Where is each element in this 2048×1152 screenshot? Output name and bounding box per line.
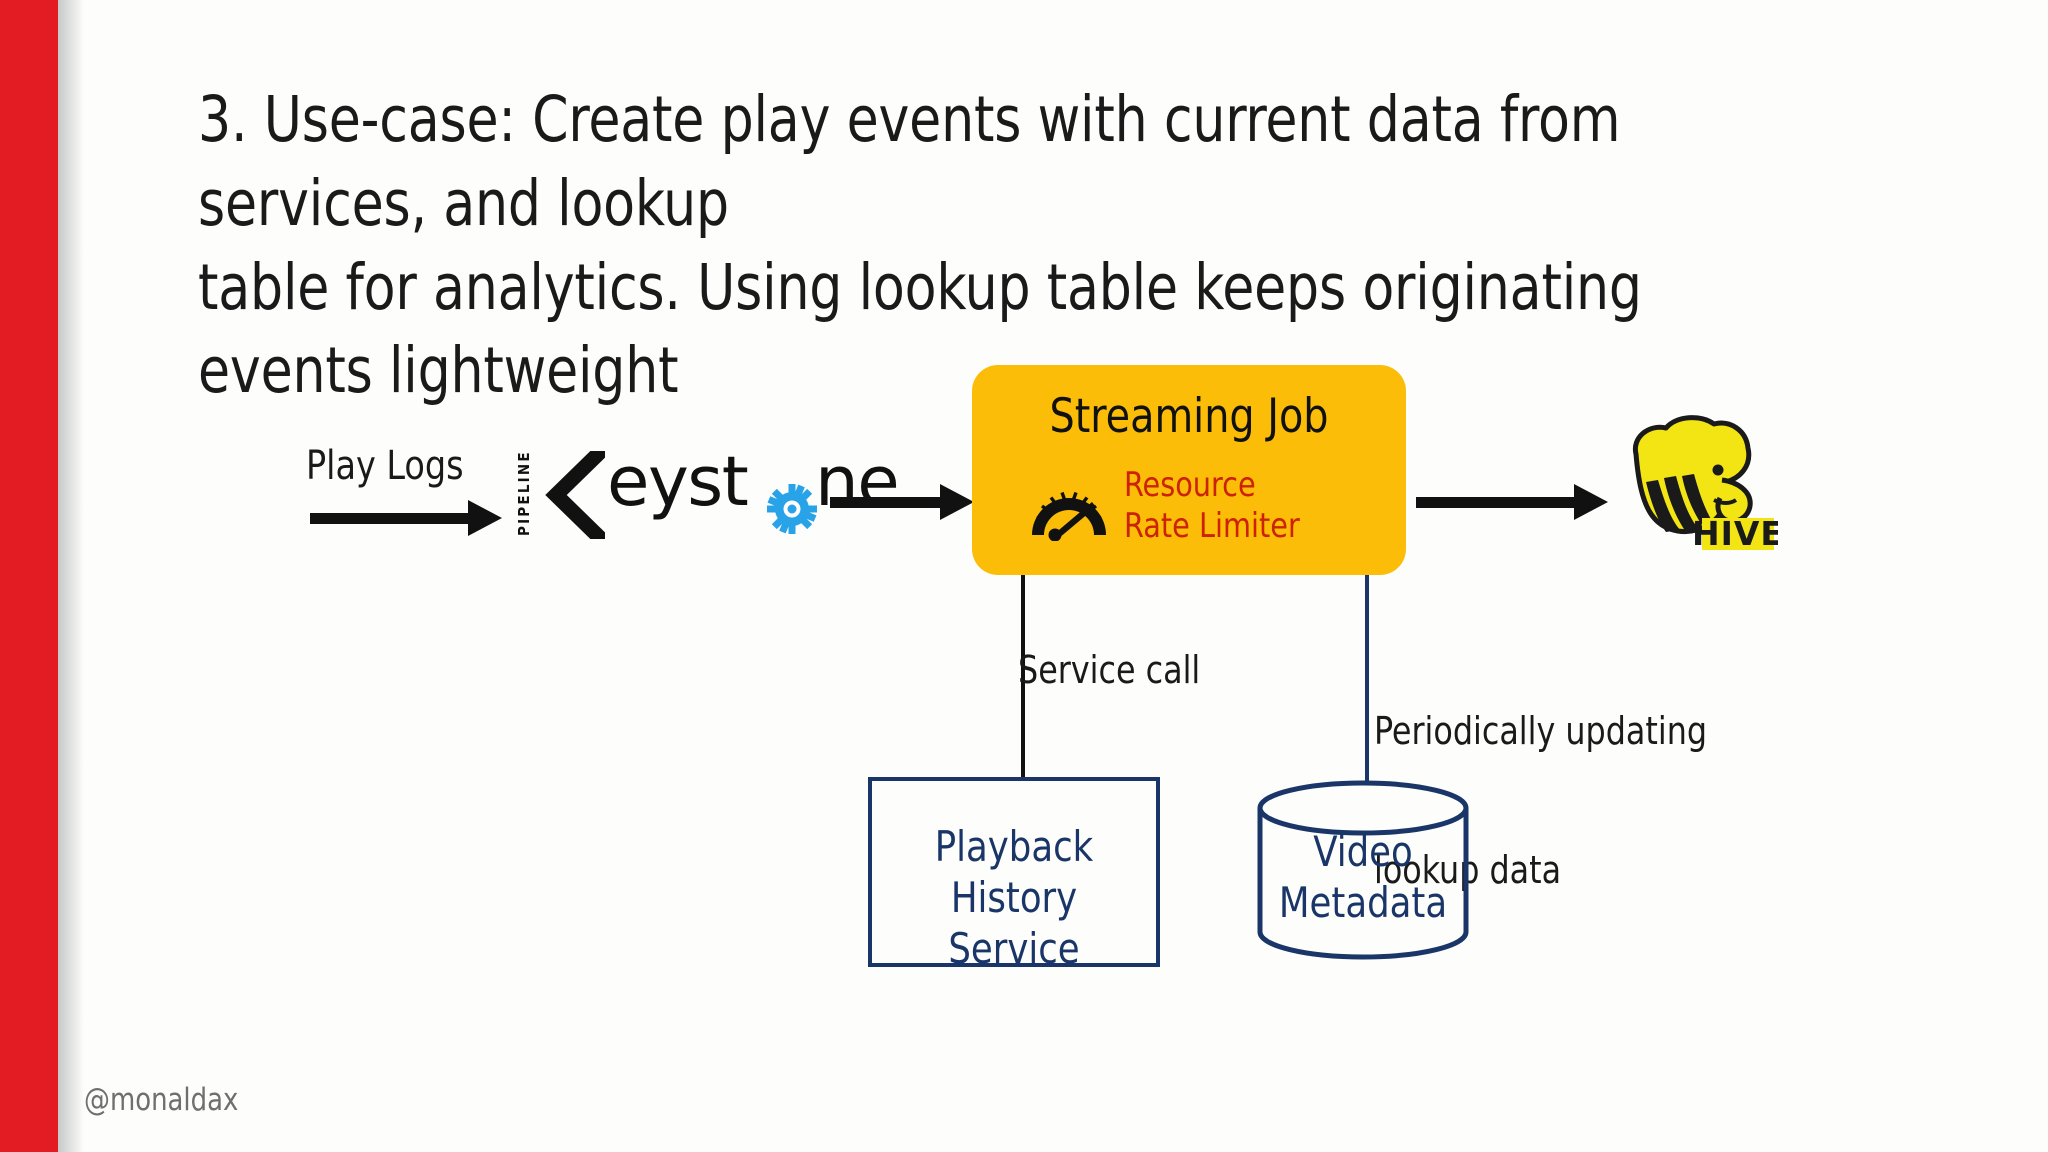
playback-history-service-line-2: History Service bbox=[948, 873, 1080, 974]
keystone-pipeline-label: PIPELINE bbox=[515, 450, 533, 536]
connector-streaming-job-to-service bbox=[1021, 575, 1025, 779]
left-accent-bar bbox=[0, 0, 58, 1152]
page-title: 3. Use-case: Create play events with cur… bbox=[198, 78, 1817, 413]
streaming-job-box: Streaming Job Resource R bbox=[972, 365, 1406, 575]
lookup-update-label: Periodically updating lookup data bbox=[1374, 615, 1707, 986]
hive-logo-icon: HIVE bbox=[1618, 408, 1783, 556]
streaming-job-title: Streaming Job bbox=[1049, 389, 1329, 444]
video-metadata-datastore: Video Metadata bbox=[1256, 780, 1470, 960]
lookup-update-line-1: Periodically updating bbox=[1374, 708, 1708, 753]
resource-rate-limiter-line-2: Rate Limiter bbox=[1124, 506, 1300, 547]
service-call-label: Service call bbox=[1018, 648, 1201, 692]
video-metadata-label: Video Metadata bbox=[1262, 826, 1463, 928]
keystone-wordmark-part1: eyst bbox=[607, 442, 749, 522]
play-logs-label: Play Logs bbox=[306, 443, 464, 489]
playback-history-service-line-1: Playback bbox=[934, 822, 1094, 871]
video-metadata-line-1: Video bbox=[1313, 827, 1413, 876]
connector-streaming-job-to-datastore bbox=[1365, 575, 1369, 787]
speedometer-icon bbox=[1026, 479, 1112, 542]
keystone-wordmark-part2: ne bbox=[815, 442, 900, 522]
author-handle: @monaldax bbox=[84, 1082, 239, 1118]
left-accent-bar-shadow bbox=[58, 0, 84, 1152]
resource-rate-limiter-line-1: Resource bbox=[1124, 465, 1256, 505]
gear-icon bbox=[767, 484, 817, 538]
video-metadata-line-2: Metadata bbox=[1278, 878, 1448, 928]
lookup-update-line-2: lookup data bbox=[1374, 847, 1562, 892]
page-title-line-2: table for analytics. Using lookup table … bbox=[198, 250, 1642, 408]
playback-history-service-label: Playback History Service bbox=[881, 821, 1148, 975]
playback-history-service-box: Playback History Service bbox=[868, 777, 1160, 973]
page-title-line-1: 3. Use-case: Create play events with cur… bbox=[198, 83, 1621, 240]
keystone-chevron-icon bbox=[543, 443, 609, 547]
cylinder-shape-icon bbox=[1257, 780, 1469, 960]
svg-text:HIVE: HIVE bbox=[1692, 514, 1778, 553]
resource-rate-limiter-label: Resource Rate Limiter bbox=[1124, 465, 1300, 548]
